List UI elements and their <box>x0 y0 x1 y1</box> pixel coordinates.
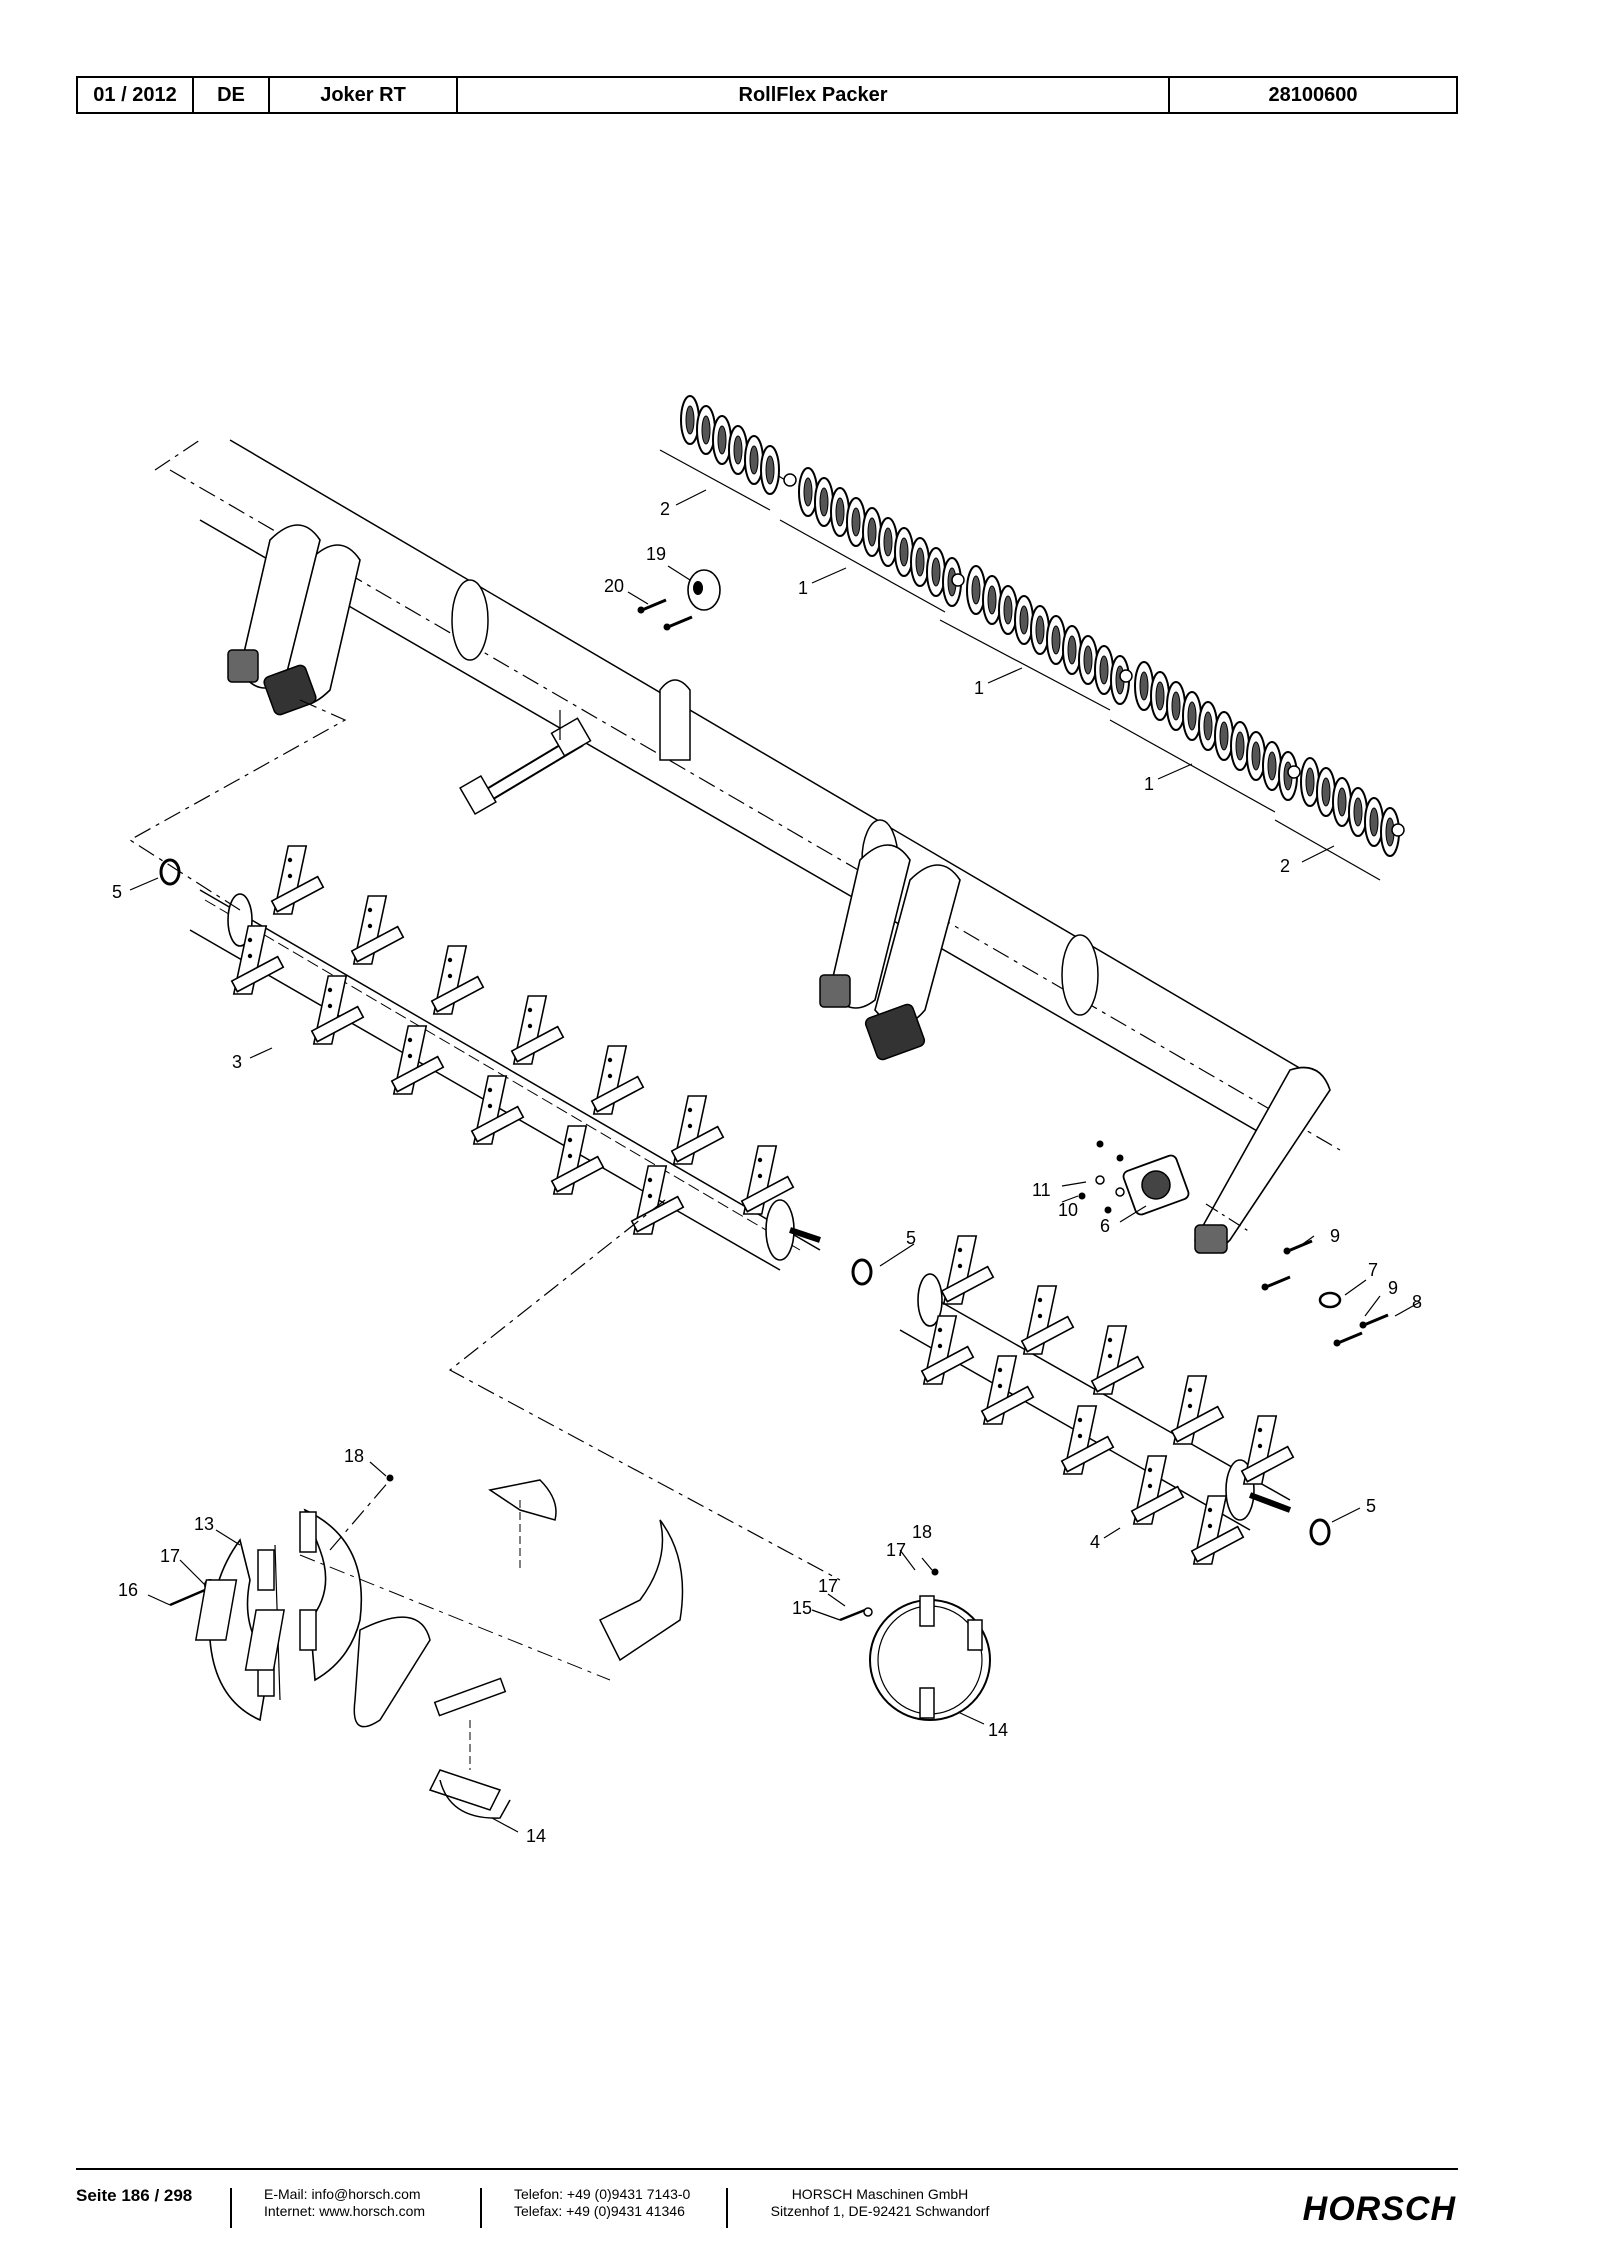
callout-1-c: 1 <box>1144 774 1154 794</box>
header-model: Joker RT <box>270 78 458 112</box>
callout-4: 4 <box>1090 1532 1100 1552</box>
callout-16: 16 <box>118 1580 138 1600</box>
bolt-set <box>1260 1239 1390 1348</box>
page-number: Seite 186 / 298 <box>76 2186 193 2205</box>
horsch-logo: HORSCH <box>1302 2190 1456 2228</box>
header-date: 01 / 2012 <box>78 78 194 112</box>
footer-separator <box>230 2188 232 2228</box>
bearing-rings <box>159 858 1331 1546</box>
crop-tube-roller-4 <box>899 1235 1295 1565</box>
callout-14-right: 14 <box>988 1720 1008 1740</box>
roller-segment-3 <box>1134 661 1301 801</box>
guide-hub <box>636 569 721 632</box>
footer-phone: Telefon: +49 (0)9431 7143-0 <box>514 2186 691 2202</box>
header-table: 01 / 2012 DE Joker RT RollFlex Packer 28… <box>76 76 1458 114</box>
callout-19: 19 <box>646 544 666 564</box>
callout-15: 15 <box>792 1598 812 1618</box>
callout-18-right: 18 <box>912 1522 932 1542</box>
callout-10: 10 <box>1058 1200 1078 1220</box>
callout-5-left: 5 <box>112 882 122 902</box>
header-title: RollFlex Packer <box>458 78 1170 112</box>
callout-5-middle: 5 <box>906 1228 916 1248</box>
rollflex-roller-row <box>659 395 1405 881</box>
callout-1-a: 1 <box>798 578 808 598</box>
roller-segment-2 <box>966 565 1133 705</box>
callout-1-b: 1 <box>974 678 984 698</box>
page-footer: Seite 186 / 298 E-Mail: info@horsch.com … <box>76 2186 1458 2246</box>
roller-end-left <box>680 395 797 495</box>
assembly-guide-lines <box>128 699 841 1581</box>
ring-scraper-14 <box>839 1568 991 1721</box>
roller-end-right <box>1300 757 1405 857</box>
header-language: DE <box>194 78 270 112</box>
footer-separator <box>726 2188 728 2228</box>
roller-segment-1 <box>798 467 965 607</box>
callout-9-upper: 9 <box>1330 1226 1340 1246</box>
callout-20: 20 <box>604 576 624 596</box>
callout-5-right: 5 <box>1366 1496 1376 1516</box>
callout-7: 7 <box>1368 1260 1378 1280</box>
right-frame-arm <box>819 844 1331 1254</box>
footer-company: HORSCH Maschinen GmbH Sitzenhof 1, DE-92… <box>760 2186 1000 2220</box>
callout-3: 3 <box>232 1052 242 1072</box>
callout-17-lower: 17 <box>818 1576 838 1596</box>
callout-14-lower: 14 <box>526 1826 546 1846</box>
callout-6: 6 <box>1100 1216 1110 1236</box>
left-frame-arm <box>227 524 361 716</box>
footer-rule <box>76 2168 1458 2170</box>
callout-11: 11 <box>1032 1180 1051 1200</box>
crop-tube-roller-3 <box>189 845 821 1271</box>
footer-company-name: HORSCH Maschinen GmbH <box>791 2186 969 2202</box>
header-part-number: 28100600 <box>1268 83 1358 106</box>
callout-8: 8 <box>1412 1292 1422 1312</box>
callout-labels: 2 1 1 1 2 19 20 5 3 5 11 10 6 9 7 9 8 5 … <box>112 499 1422 1846</box>
tine-holder-parts <box>194 1479 684 1819</box>
callout-13: 13 <box>194 1514 214 1534</box>
hydraulic-cylinder <box>459 679 691 816</box>
footer-website: Internet: www.horsch.com <box>264 2203 426 2219</box>
footer-fax: Telefax: +49 (0)9431 41346 <box>514 2203 685 2219</box>
footer-company-address: Sitzenhof 1, DE-92421 Schwandorf <box>770 2203 990 2219</box>
footer-email: E-Mail: info@horsch.com <box>264 2186 421 2202</box>
callout-17-left: 17 <box>160 1546 180 1566</box>
callout-9-lower: 9 <box>1388 1278 1398 1298</box>
footer-contact-web: E-Mail: info@horsch.com Internet: www.ho… <box>264 2186 425 2220</box>
footer-separator <box>480 2188 482 2228</box>
callout-leaders <box>129 489 1421 1833</box>
callout-2-upper: 2 <box>660 499 670 519</box>
callout-17-middle: 17 <box>886 1540 906 1560</box>
callout-2-lower: 2 <box>1280 856 1290 876</box>
callout-18-left: 18 <box>344 1446 364 1466</box>
bearing-plate-assembly <box>1078 1140 1251 1233</box>
footer-contact-phone: Telefon: +49 (0)9431 7143-0 Telefax: +49… <box>514 2186 690 2220</box>
